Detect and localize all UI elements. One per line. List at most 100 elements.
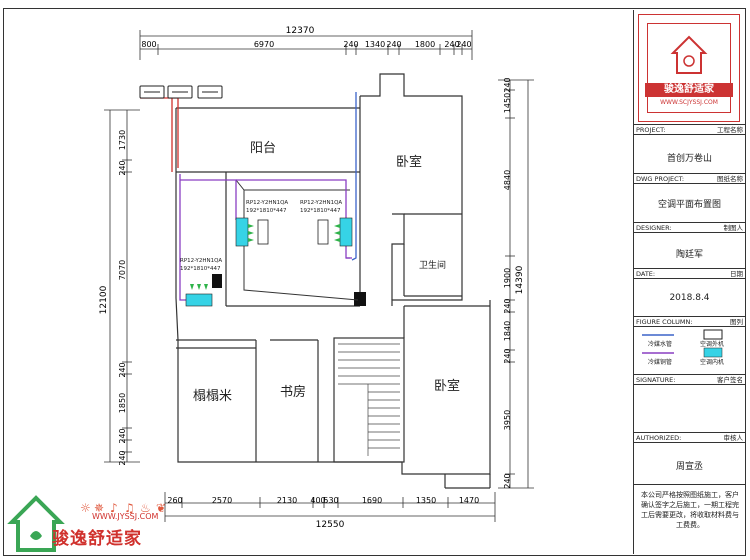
watermark-name: 骏逸舒适家 (52, 529, 142, 549)
indoor-unit-3 (317, 217, 353, 247)
bottom-dim-3: 2130 (277, 496, 297, 505)
watermark: WWW.JYSSJ.COM 骏逸舒适家 (8, 488, 178, 554)
figure-label: FIGURE COLUMN: (636, 318, 693, 326)
bottom-dim-7: 1350 (416, 496, 436, 505)
date-value: 2018.8.4 (669, 293, 710, 303)
logo-house-icon (670, 35, 708, 74)
room-study: 书房 (280, 384, 306, 400)
top-dim-3: 240 (343, 40, 358, 49)
unit-2-model: RP12-Y2HN1QA (246, 200, 288, 206)
bottom-dim-4: 400 (310, 496, 325, 505)
left-dim-6: 240 (118, 428, 127, 443)
legend-water-pipe: 冷媒水管 (648, 341, 673, 348)
unit-1-model: RP12-Y2HN1QA (180, 258, 222, 264)
right-total-dim: 14390 (515, 265, 525, 294)
drawing-frame (3, 8, 746, 556)
logo-name: 骏逸舒适家 (645, 83, 733, 97)
legend-indoor-unit: 空调内机 (700, 359, 725, 366)
figure-label-cn: 图列 (730, 318, 743, 326)
bottom-dim-1: 260 (167, 496, 182, 505)
dwg-label-row: DWG PROJECT: 图纸名称 (634, 173, 745, 184)
signature-label-row: SIGNATURE: 客户签名 (634, 374, 745, 385)
unit-1-size: 192*1810*447 (180, 266, 221, 272)
designer-label-row: DESIGNER: 制图人 (634, 222, 745, 233)
top-dim-7: 240 (444, 40, 459, 49)
left-dim-2: 240 (118, 160, 127, 175)
svg-text:❦: ❦ (156, 501, 166, 515)
top-dim-5: 240 (386, 40, 401, 49)
authorized-value: 周宣丞 (675, 462, 703, 472)
legend-outdoor-unit: 空调外机 (700, 341, 725, 348)
project-label-cn: 工程名称 (717, 126, 743, 134)
right-dim-2: 1450 (503, 93, 512, 113)
top-dim-8: 240 (456, 40, 471, 49)
legend-icons (642, 329, 723, 358)
outdoor-units (139, 85, 223, 99)
floor-plan: 12370 800 6970 240 1340 240 1800 240 240… (7, 26, 534, 552)
project-label-row: PROJECT: 工程名称 (634, 124, 745, 135)
outer-wall-top (175, 108, 491, 475)
bottom-total-dim: 12550 (316, 520, 345, 530)
top-dim-6: 1800 (415, 40, 435, 49)
svg-text:♪: ♪ (110, 501, 118, 515)
project-label: PROJECT: (636, 126, 666, 134)
svg-text:✵: ✵ (94, 501, 104, 515)
authorized-label-cn: 审核人 (723, 434, 744, 442)
signature-label-cn: 客户签名 (717, 376, 743, 384)
authorized-label-row: AUTHORIZED: 审核人 (634, 432, 745, 443)
unit-2-size: 192*1810*447 (246, 208, 287, 214)
left-dim-5: 1850 (118, 393, 127, 413)
bottom-dim-6: 1690 (362, 496, 382, 505)
room-bathroom: 卫生间 (419, 259, 446, 271)
dwg-label: DWG PROJECT: (636, 175, 685, 183)
dwg-label-cn: 图纸名称 (717, 175, 743, 183)
logo-url: WWW.SCJYSSJ.COM (660, 99, 718, 106)
top-dim-2: 6970 (254, 40, 274, 49)
construction-note: 本公司严格按照图纸施工，客户确认签字之后施工，一期工程完工后需要更改，将收取材料… (641, 491, 739, 529)
right-dim-4: 1900 (503, 268, 512, 288)
right-dim-9: 240 (503, 473, 512, 488)
bottom-dim-8: 1470 (459, 496, 479, 505)
date-label-row: DATE: 日期 (634, 268, 745, 279)
designer-label: DESIGNER: (636, 224, 672, 232)
left-dim-3: 7070 (118, 260, 127, 280)
right-dim-3: 4840 (503, 170, 512, 190)
indoor-unit-1 (185, 284, 213, 307)
left-total-dim: 12100 (99, 285, 109, 314)
title-block: 骏逸舒适家 WWW.SCJYSSJ.COM PROJECT: 工程名称 首创万卷… (633, 10, 745, 554)
unit-3-size: 192*1810*447 (300, 208, 341, 214)
top-dim-1: 800 (141, 40, 156, 49)
bottom-dim-5: 530 (323, 496, 338, 505)
legend-refrigerant-pipe: 冷媒铜管 (648, 359, 673, 366)
authorized-label: AUTHORIZED: (636, 434, 682, 442)
top-total-dim: 12370 (286, 26, 315, 36)
svg-text:♫: ♫ (124, 501, 135, 515)
room-tatami: 榻榻米 (193, 389, 232, 404)
left-dim-1: 1730 (118, 130, 127, 150)
room-bedroom-bottom: 卧室 (434, 378, 460, 394)
right-dim-7: 240 (503, 348, 512, 363)
right-dim-5: 240 (503, 298, 512, 313)
bottom-dim-2: 2570 (212, 496, 232, 505)
date-label-cn: 日期 (730, 270, 743, 278)
watermark-house-icon (7, 495, 65, 552)
unit-3-model: RP12-Y2HN1QA (300, 200, 342, 206)
dwg-value: 空调平面布置图 (657, 200, 721, 210)
watermark-url: WWW.JYSSJ.COM (92, 512, 159, 521)
left-dim-4: 240 (118, 362, 127, 377)
upper-right-block (360, 73, 463, 306)
project-value: 首创万卷山 (666, 154, 712, 164)
designer-value: 陶廷军 (675, 250, 703, 260)
right-dim-8: 3950 (503, 410, 512, 430)
left-dim-7: 240 (118, 450, 127, 465)
company-logo: 骏逸舒适家 WWW.SCJYSSJ.COM (638, 14, 740, 122)
designer-label-cn: 制图人 (723, 224, 744, 232)
right-dim-6: 1840 (503, 321, 512, 341)
top-dim-4: 1340 (365, 40, 385, 49)
figure-label-row: FIGURE COLUMN: 图列 (634, 316, 745, 327)
right-dim-1: 240 (503, 77, 512, 92)
room-balcony: 阳台 (250, 141, 276, 156)
room-bedroom-top: 卧室 (396, 154, 422, 170)
watermark-ornament-icons: ☼ ✵ ♪ ♫ ♨ ❦ (80, 501, 166, 515)
signature-label: SIGNATURE: (636, 376, 676, 384)
